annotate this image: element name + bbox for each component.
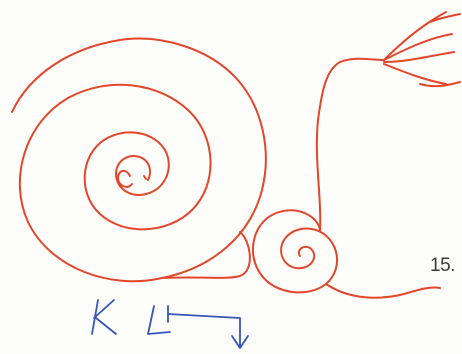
connecting-line — [162, 232, 250, 278]
spiral-center-loop — [118, 171, 132, 187]
fan-branch-mid — [384, 52, 454, 62]
small-spiral — [253, 210, 337, 292]
handwriting-kl — [92, 300, 248, 348]
spiral-center-mark — [144, 176, 146, 179]
large-spiral — [12, 39, 266, 282]
spiral-outer-tail — [326, 284, 440, 298]
fan-branch-upper — [384, 34, 452, 60]
letter-k — [92, 300, 116, 334]
fan-branch-lower — [384, 64, 446, 84]
page-number: 15. — [430, 256, 462, 275]
letter-l — [148, 306, 170, 334]
arrow-line — [168, 314, 240, 346]
small-spiral-tail — [317, 59, 384, 230]
